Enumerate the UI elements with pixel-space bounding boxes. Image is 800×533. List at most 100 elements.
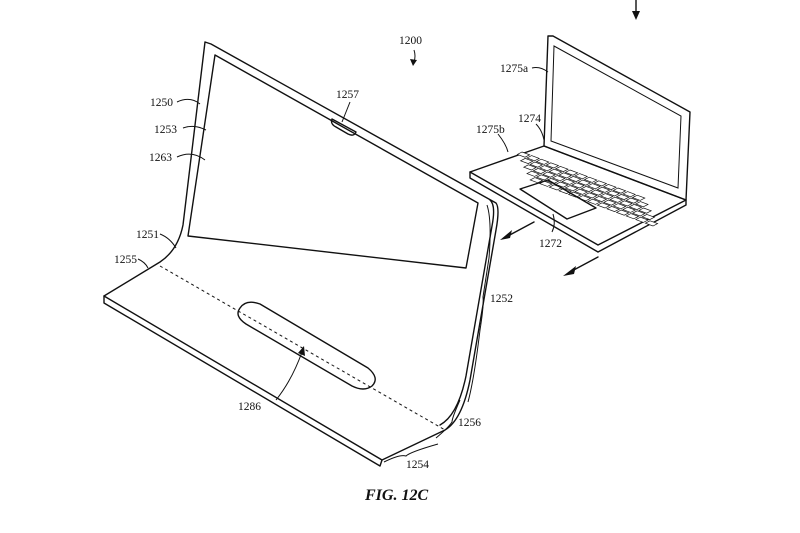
keyboard-key bbox=[615, 194, 630, 200]
brace-1254 bbox=[383, 443, 439, 463]
keyboard-key bbox=[554, 166, 569, 172]
keyboard-key bbox=[535, 174, 550, 181]
leader-1275b bbox=[497, 133, 509, 153]
keyboard-key bbox=[602, 199, 617, 206]
keyboard-key bbox=[583, 192, 598, 199]
keyboard-key bbox=[545, 162, 560, 169]
laptop-device bbox=[469, 35, 691, 253]
arrow-top-head bbox=[632, 11, 640, 20]
label-1286: 1286 bbox=[238, 401, 261, 413]
keyboard-key bbox=[602, 184, 617, 190]
keyboard-key bbox=[570, 182, 585, 189]
keyboard-key bbox=[634, 216, 649, 223]
laptop-base-thickness bbox=[469, 171, 687, 253]
keyboard-key bbox=[641, 214, 656, 220]
keyboard-key bbox=[612, 203, 627, 210]
figure-caption: FIG. 12C bbox=[364, 487, 428, 504]
leader-1263 bbox=[176, 153, 206, 161]
keyboard-key bbox=[561, 178, 576, 185]
keyboard-key bbox=[599, 193, 614, 200]
keyboard-key bbox=[529, 161, 544, 168]
camera-notch-1257 bbox=[330, 118, 357, 136]
keyboard-key bbox=[577, 179, 592, 186]
keyboard-key bbox=[606, 190, 621, 197]
keyboard-key bbox=[628, 204, 643, 210]
motion-arrows bbox=[500, 0, 640, 276]
keyboard-key bbox=[625, 213, 640, 220]
label-1272: 1272 bbox=[539, 238, 562, 250]
keyboard-key bbox=[551, 175, 566, 182]
keyboard-key bbox=[567, 176, 582, 182]
keyboard-key bbox=[574, 173, 589, 180]
keyboard-key bbox=[558, 172, 573, 179]
keyboard-key bbox=[618, 200, 633, 207]
label-1255: 1255 bbox=[114, 254, 137, 266]
arrow-right-head bbox=[563, 266, 576, 276]
label-1275a: 1275a bbox=[500, 63, 528, 75]
keyboard-key bbox=[564, 185, 579, 192]
keyboard-key bbox=[526, 155, 541, 162]
label-1256: 1256 bbox=[458, 417, 481, 429]
label-1251: 1251 bbox=[136, 229, 159, 241]
keyboard-key bbox=[596, 186, 611, 193]
brace-1252 bbox=[467, 204, 491, 403]
keyboard-key bbox=[622, 206, 637, 213]
label-1200: 1200 bbox=[399, 35, 422, 47]
label-1257: 1257 bbox=[336, 89, 359, 101]
leader-1253 bbox=[182, 125, 207, 131]
keyboard-key bbox=[634, 201, 649, 208]
keyboard-key bbox=[522, 164, 537, 171]
keyboard-key bbox=[542, 171, 557, 178]
keyboard-key bbox=[631, 194, 646, 201]
leader-1275a bbox=[531, 67, 549, 73]
keyboard-key bbox=[625, 197, 640, 204]
keyboard-key bbox=[516, 151, 531, 158]
label-1275b: 1275b bbox=[476, 124, 505, 136]
keyboard-key bbox=[548, 168, 563, 175]
keyboard-key bbox=[615, 209, 630, 216]
keyboard-key bbox=[644, 220, 659, 227]
laptop-lid-1275a bbox=[543, 35, 691, 201]
label-1252: 1252 bbox=[490, 293, 513, 305]
leader-1274 bbox=[535, 123, 545, 141]
keyboard-key bbox=[583, 176, 598, 183]
label-1250: 1250 bbox=[150, 97, 173, 109]
leader-1286-head bbox=[298, 346, 305, 356]
keyboard-key bbox=[532, 168, 547, 174]
keyboard-key bbox=[593, 180, 608, 187]
keyboard-key bbox=[622, 191, 637, 198]
brace-1256 bbox=[435, 399, 461, 439]
laptop-trackpad-1272 bbox=[519, 179, 597, 220]
keyboard-key bbox=[519, 158, 534, 164]
slot-1286 bbox=[237, 301, 376, 390]
label-1274: 1274 bbox=[518, 113, 541, 125]
laptop-lid-screen bbox=[550, 45, 682, 189]
keyboard-key bbox=[535, 158, 550, 165]
keyboard-key bbox=[631, 210, 646, 217]
label-1253: 1253 bbox=[154, 124, 177, 136]
leader-1255 bbox=[137, 258, 149, 269]
display-side-edge bbox=[439, 199, 495, 426]
leader-1272 bbox=[551, 213, 555, 233]
base-plate-edge bbox=[103, 295, 383, 467]
keyboard-key bbox=[590, 189, 605, 196]
keyboard-key bbox=[564, 169, 579, 176]
keyboard-key bbox=[586, 183, 601, 190]
keyboard-key bbox=[586, 198, 601, 205]
leader-lines bbox=[137, 49, 555, 463]
leader-1257 bbox=[341, 101, 351, 123]
label-1254: 1254 bbox=[406, 459, 429, 471]
arrow-left-head bbox=[500, 230, 512, 240]
keyboard-key bbox=[574, 188, 589, 195]
leader-1250 bbox=[176, 98, 201, 105]
leader-1200-head bbox=[410, 59, 417, 66]
keyboard-key bbox=[593, 196, 608, 202]
keyboard-key bbox=[609, 196, 624, 203]
keyboard-key bbox=[612, 187, 627, 194]
keyboard-key bbox=[638, 207, 653, 214]
keyboard-key bbox=[606, 206, 621, 212]
display-housing-outline bbox=[103, 41, 499, 461]
keyboard-key bbox=[554, 181, 569, 188]
display-screen bbox=[187, 54, 479, 269]
